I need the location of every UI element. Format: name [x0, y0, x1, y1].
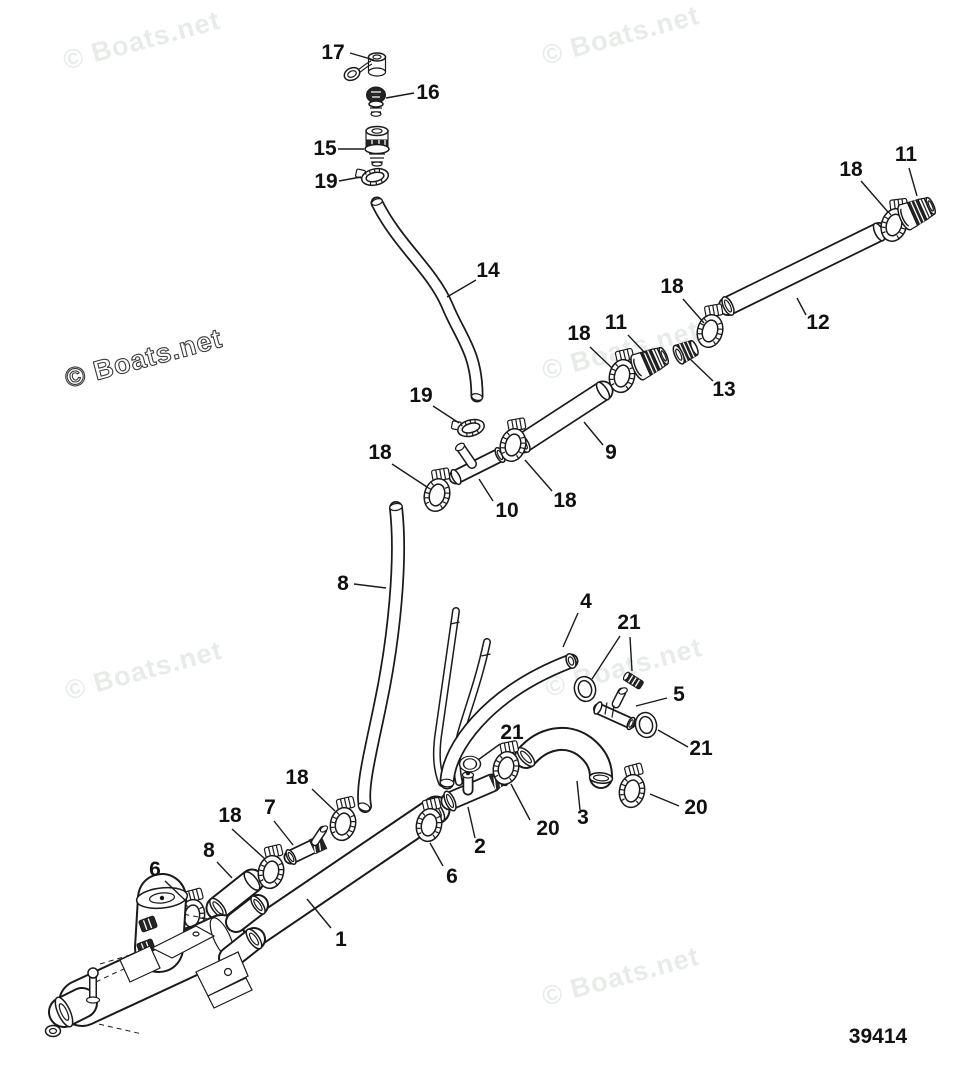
thin-hose-a [432, 607, 460, 787]
callout-7[interactable]: 7 [264, 796, 294, 846]
callout-layer: 17 16 15 19 18 11 14 12 18 11 18 13 9 19… [149, 41, 918, 951]
callout-18-botright[interactable]: 18 [285, 766, 336, 812]
drain-plug-17 [343, 52, 387, 82]
ring-21-b [632, 709, 660, 741]
callout-18-right10-label[interactable]: 18 [553, 489, 577, 512]
callout-10[interactable]: 10 [478, 478, 519, 522]
callout-18-mid-b-label[interactable]: 18 [567, 322, 591, 345]
callout-3[interactable]: 3 [576, 780, 589, 829]
clamp-18-g [326, 792, 363, 844]
callout-13[interactable]: 13 [688, 357, 736, 401]
callout-6-right[interactable]: 6 [429, 842, 458, 888]
clamp-20-b [616, 759, 651, 811]
callout-20-b[interactable]: 20 [649, 793, 708, 819]
callout-21-a[interactable]: 21 [591, 611, 641, 680]
watermark-bottom-mid: © Boats.net [539, 941, 703, 1012]
callout-19-top[interactable]: 19 [314, 170, 362, 193]
callout-6-right-label[interactable]: 6 [446, 865, 458, 888]
fitting-16 [366, 86, 386, 117]
watermark-top-right: © Boats.net [539, 0, 703, 71]
callout-18-mid-b[interactable]: 18 [567, 322, 613, 369]
callout-13-label[interactable]: 13 [712, 378, 735, 401]
callout-20-a-label[interactable]: 20 [536, 817, 559, 840]
callout-1-label[interactable]: 1 [335, 928, 347, 951]
callout-18-topright[interactable]: 18 [839, 158, 889, 213]
ring-21-c [458, 755, 482, 773]
callout-18-left10[interactable]: 18 [368, 441, 428, 488]
callout-18-botleft[interactable]: 18 [218, 804, 266, 860]
callout-21-c[interactable]: 21 [477, 721, 524, 761]
callout-16-label[interactable]: 16 [416, 81, 439, 104]
callout-11-topright-label[interactable]: 11 [895, 143, 918, 166]
callout-12-label[interactable]: 12 [806, 311, 829, 334]
callout-18-botright-label[interactable]: 18 [285, 766, 309, 789]
callout-2-label[interactable]: 2 [474, 835, 486, 858]
watermark-lower-left: © Boats.net [62, 635, 226, 706]
callout-4-label[interactable]: 4 [580, 590, 592, 613]
watermark-top-left: © Boats.net [60, 5, 224, 76]
callout-6-left-label[interactable]: 6 [149, 858, 161, 881]
fitting-15 [364, 125, 390, 167]
callout-18-botleft-label[interactable]: 18 [218, 804, 242, 827]
watermark-mid-left: © Boats.net [62, 323, 226, 394]
pump-assembly-reference [44, 873, 269, 1038]
callout-18-right10[interactable]: 18 [524, 459, 577, 512]
callout-16[interactable]: 16 [385, 81, 440, 104]
callout-18-mid-a[interactable]: 18 [660, 275, 705, 324]
callout-11-topright[interactable]: 11 [895, 143, 918, 197]
callout-8-bottom-label[interactable]: 8 [203, 839, 215, 862]
tee-fitting-10 [448, 442, 508, 486]
callout-21-c-label[interactable]: 21 [500, 721, 524, 744]
callout-17-label[interactable]: 17 [321, 41, 344, 64]
callout-5-label[interactable]: 5 [673, 683, 685, 706]
callout-19-top-label[interactable]: 19 [314, 170, 337, 193]
callout-10-label[interactable]: 10 [495, 499, 518, 522]
clamp-19-mid [448, 412, 487, 442]
callout-14-label[interactable]: 14 [476, 259, 500, 282]
hose-12 [718, 222, 889, 316]
callout-17[interactable]: 17 [321, 41, 375, 64]
callout-18-mid-a-label[interactable]: 18 [660, 275, 684, 298]
callout-18-topright-label[interactable]: 18 [839, 158, 863, 181]
callout-4[interactable]: 4 [562, 590, 592, 648]
tee-fitting-5 [593, 687, 636, 731]
callout-6-left[interactable]: 6 [149, 858, 187, 902]
callout-11-mid[interactable]: 11 [605, 311, 646, 354]
callout-8-bottom[interactable]: 8 [203, 839, 233, 879]
hose-8-short [205, 868, 265, 921]
hose-8-long [357, 501, 405, 813]
hose-4 [439, 653, 579, 790]
callout-19-mid[interactable]: 19 [409, 384, 460, 424]
callout-15-label[interactable]: 15 [313, 137, 337, 160]
callout-8-top[interactable]: 8 [337, 572, 387, 595]
callout-21-b[interactable]: 21 [657, 729, 713, 760]
callout-21-a-label[interactable]: 21 [617, 611, 641, 634]
callout-12[interactable]: 12 [796, 297, 830, 334]
hose-9 [512, 380, 614, 454]
clamp-18-f [254, 840, 291, 892]
callout-9-label[interactable]: 9 [605, 441, 617, 464]
callout-18-left10-label[interactable]: 18 [368, 441, 392, 464]
callout-5[interactable]: 5 [635, 683, 685, 707]
callout-21-b-label[interactable]: 21 [689, 737, 713, 760]
callout-14[interactable]: 14 [446, 259, 500, 298]
clamp-19-top [353, 161, 391, 190]
callout-11-mid-label[interactable]: 11 [605, 311, 628, 334]
callout-9[interactable]: 9 [583, 421, 617, 464]
callout-20-a[interactable]: 20 [510, 783, 560, 840]
callout-20-b-label[interactable]: 20 [684, 796, 707, 819]
callout-8-top-label[interactable]: 8 [337, 572, 349, 595]
callout-1[interactable]: 1 [306, 898, 347, 951]
callout-7-label[interactable]: 7 [264, 796, 276, 819]
callout-15[interactable]: 15 [313, 137, 364, 160]
hose-14 [370, 196, 484, 403]
callout-2[interactable]: 2 [467, 806, 486, 858]
elbow-fitting-7 [283, 825, 329, 866]
hose-3 [514, 727, 614, 789]
drawing-number: 39414 [849, 1025, 908, 1048]
callout-19-mid-label[interactable]: 19 [409, 384, 432, 407]
callout-3-label[interactable]: 3 [577, 806, 589, 829]
